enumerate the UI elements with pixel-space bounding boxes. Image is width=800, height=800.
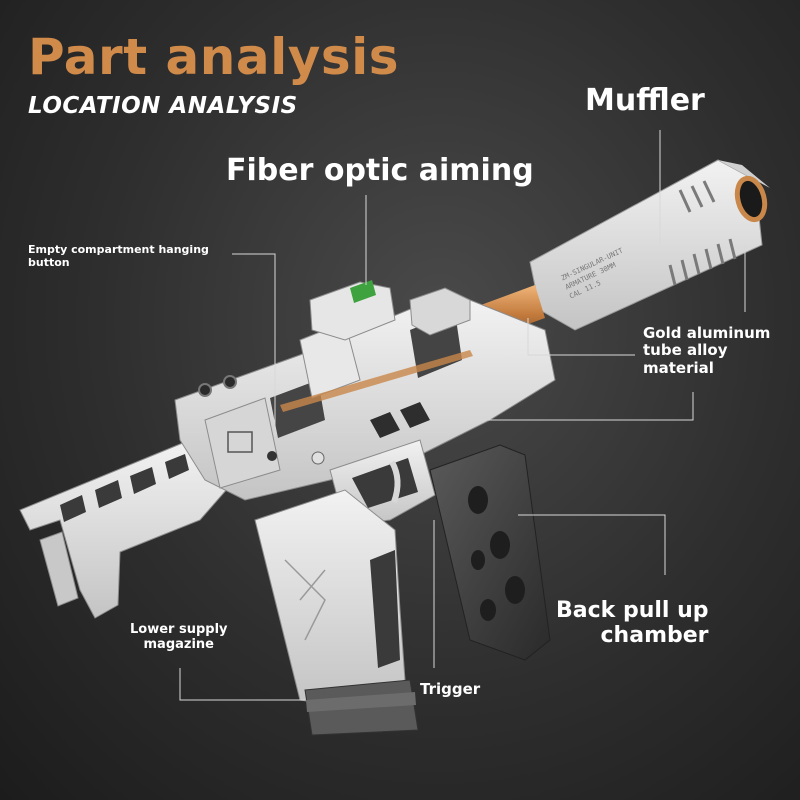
label-gold-tube-line2: tube alloy	[643, 341, 728, 360]
page-title: Part analysis	[28, 28, 399, 86]
stock-part	[19, 439, 236, 619]
label-gold-tube-line1: Gold aluminum	[643, 324, 771, 342]
label-trigger: Trigger	[420, 680, 481, 698]
label-fiber-optic: Fiber optic aiming	[226, 153, 534, 188]
label-gold-tube-line3: material	[643, 358, 714, 377]
page-subtitle: LOCATION ANALYSIS	[28, 93, 298, 119]
label-gold-tube: Gold aluminum tube alloy material	[643, 324, 771, 377]
label-muffler: Muffler	[585, 83, 705, 118]
fiber-optic-sight-part	[309, 280, 471, 341]
label-back-pull: Back pull up chamber	[556, 598, 709, 649]
label-lower-supply-line2: magazine	[143, 636, 215, 652]
label-lower-supply: Lower supply magazine	[130, 622, 228, 653]
leader-lines	[179, 130, 746, 701]
magazine-part	[304, 679, 419, 736]
label-back-pull-line1: Back pull up	[556, 598, 709, 623]
receiver-part	[174, 299, 556, 501]
label-lower-supply-line1: Lower supply	[130, 622, 228, 637]
muffler-part: ZM-SINGULAR-UNIT ARMATURE 30MM CAL 11.5	[529, 159, 770, 331]
back-pull-chamber-part	[429, 444, 551, 661]
label-empty-compartment: Empty compartment hanging button	[28, 243, 209, 269]
grip-part	[254, 489, 406, 706]
label-back-pull-line2: chamber	[600, 623, 709, 649]
